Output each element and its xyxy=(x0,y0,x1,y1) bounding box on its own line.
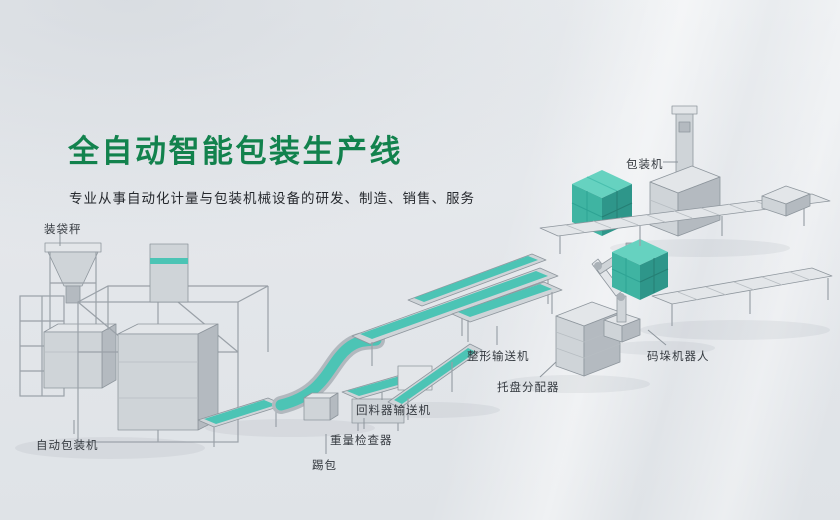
label-shaping-conveyor: 整形输送机 xyxy=(467,351,530,363)
label-bagging-scale: 装袋秤 xyxy=(44,224,82,236)
label-bag-kicker: 踢包 xyxy=(312,460,337,472)
pallet-stack xyxy=(761,185,811,217)
label-pallet-dispenser: 托盘分配器 xyxy=(497,382,560,394)
label-palletizing-robot: 码垛机器人 xyxy=(647,351,710,363)
page-subtitle: 专业从事自动化计量与包装机械设备的研发、制造、销售、服务 xyxy=(69,191,475,206)
label-auto-packing-machine: 自动包装机 xyxy=(36,440,99,452)
page-title: 全自动智能包装生产线 xyxy=(68,134,403,169)
label-packing-machine: 包装机 xyxy=(626,159,664,171)
leader-lines xyxy=(59,161,678,454)
shaping-conveyor-machine xyxy=(451,281,563,342)
carton-stack-lower xyxy=(611,239,669,300)
bagging-scale-machine xyxy=(43,242,117,389)
pallet-dispenser-machine xyxy=(555,301,621,377)
incline-conveyor-1 xyxy=(351,267,559,366)
bag-kicker-machine xyxy=(303,392,339,421)
roller-conveyor-lower xyxy=(651,267,833,326)
auto-packing-machine xyxy=(77,243,269,443)
return-feeder-conveyor-machine xyxy=(387,343,483,420)
label-return-feeder-conveyor: 回料器输送机 xyxy=(356,405,431,417)
label-weight-checker: 重量检查器 xyxy=(330,435,393,447)
roller-conveyor-upper xyxy=(539,185,831,254)
incline-conveyor-2 xyxy=(407,253,547,307)
